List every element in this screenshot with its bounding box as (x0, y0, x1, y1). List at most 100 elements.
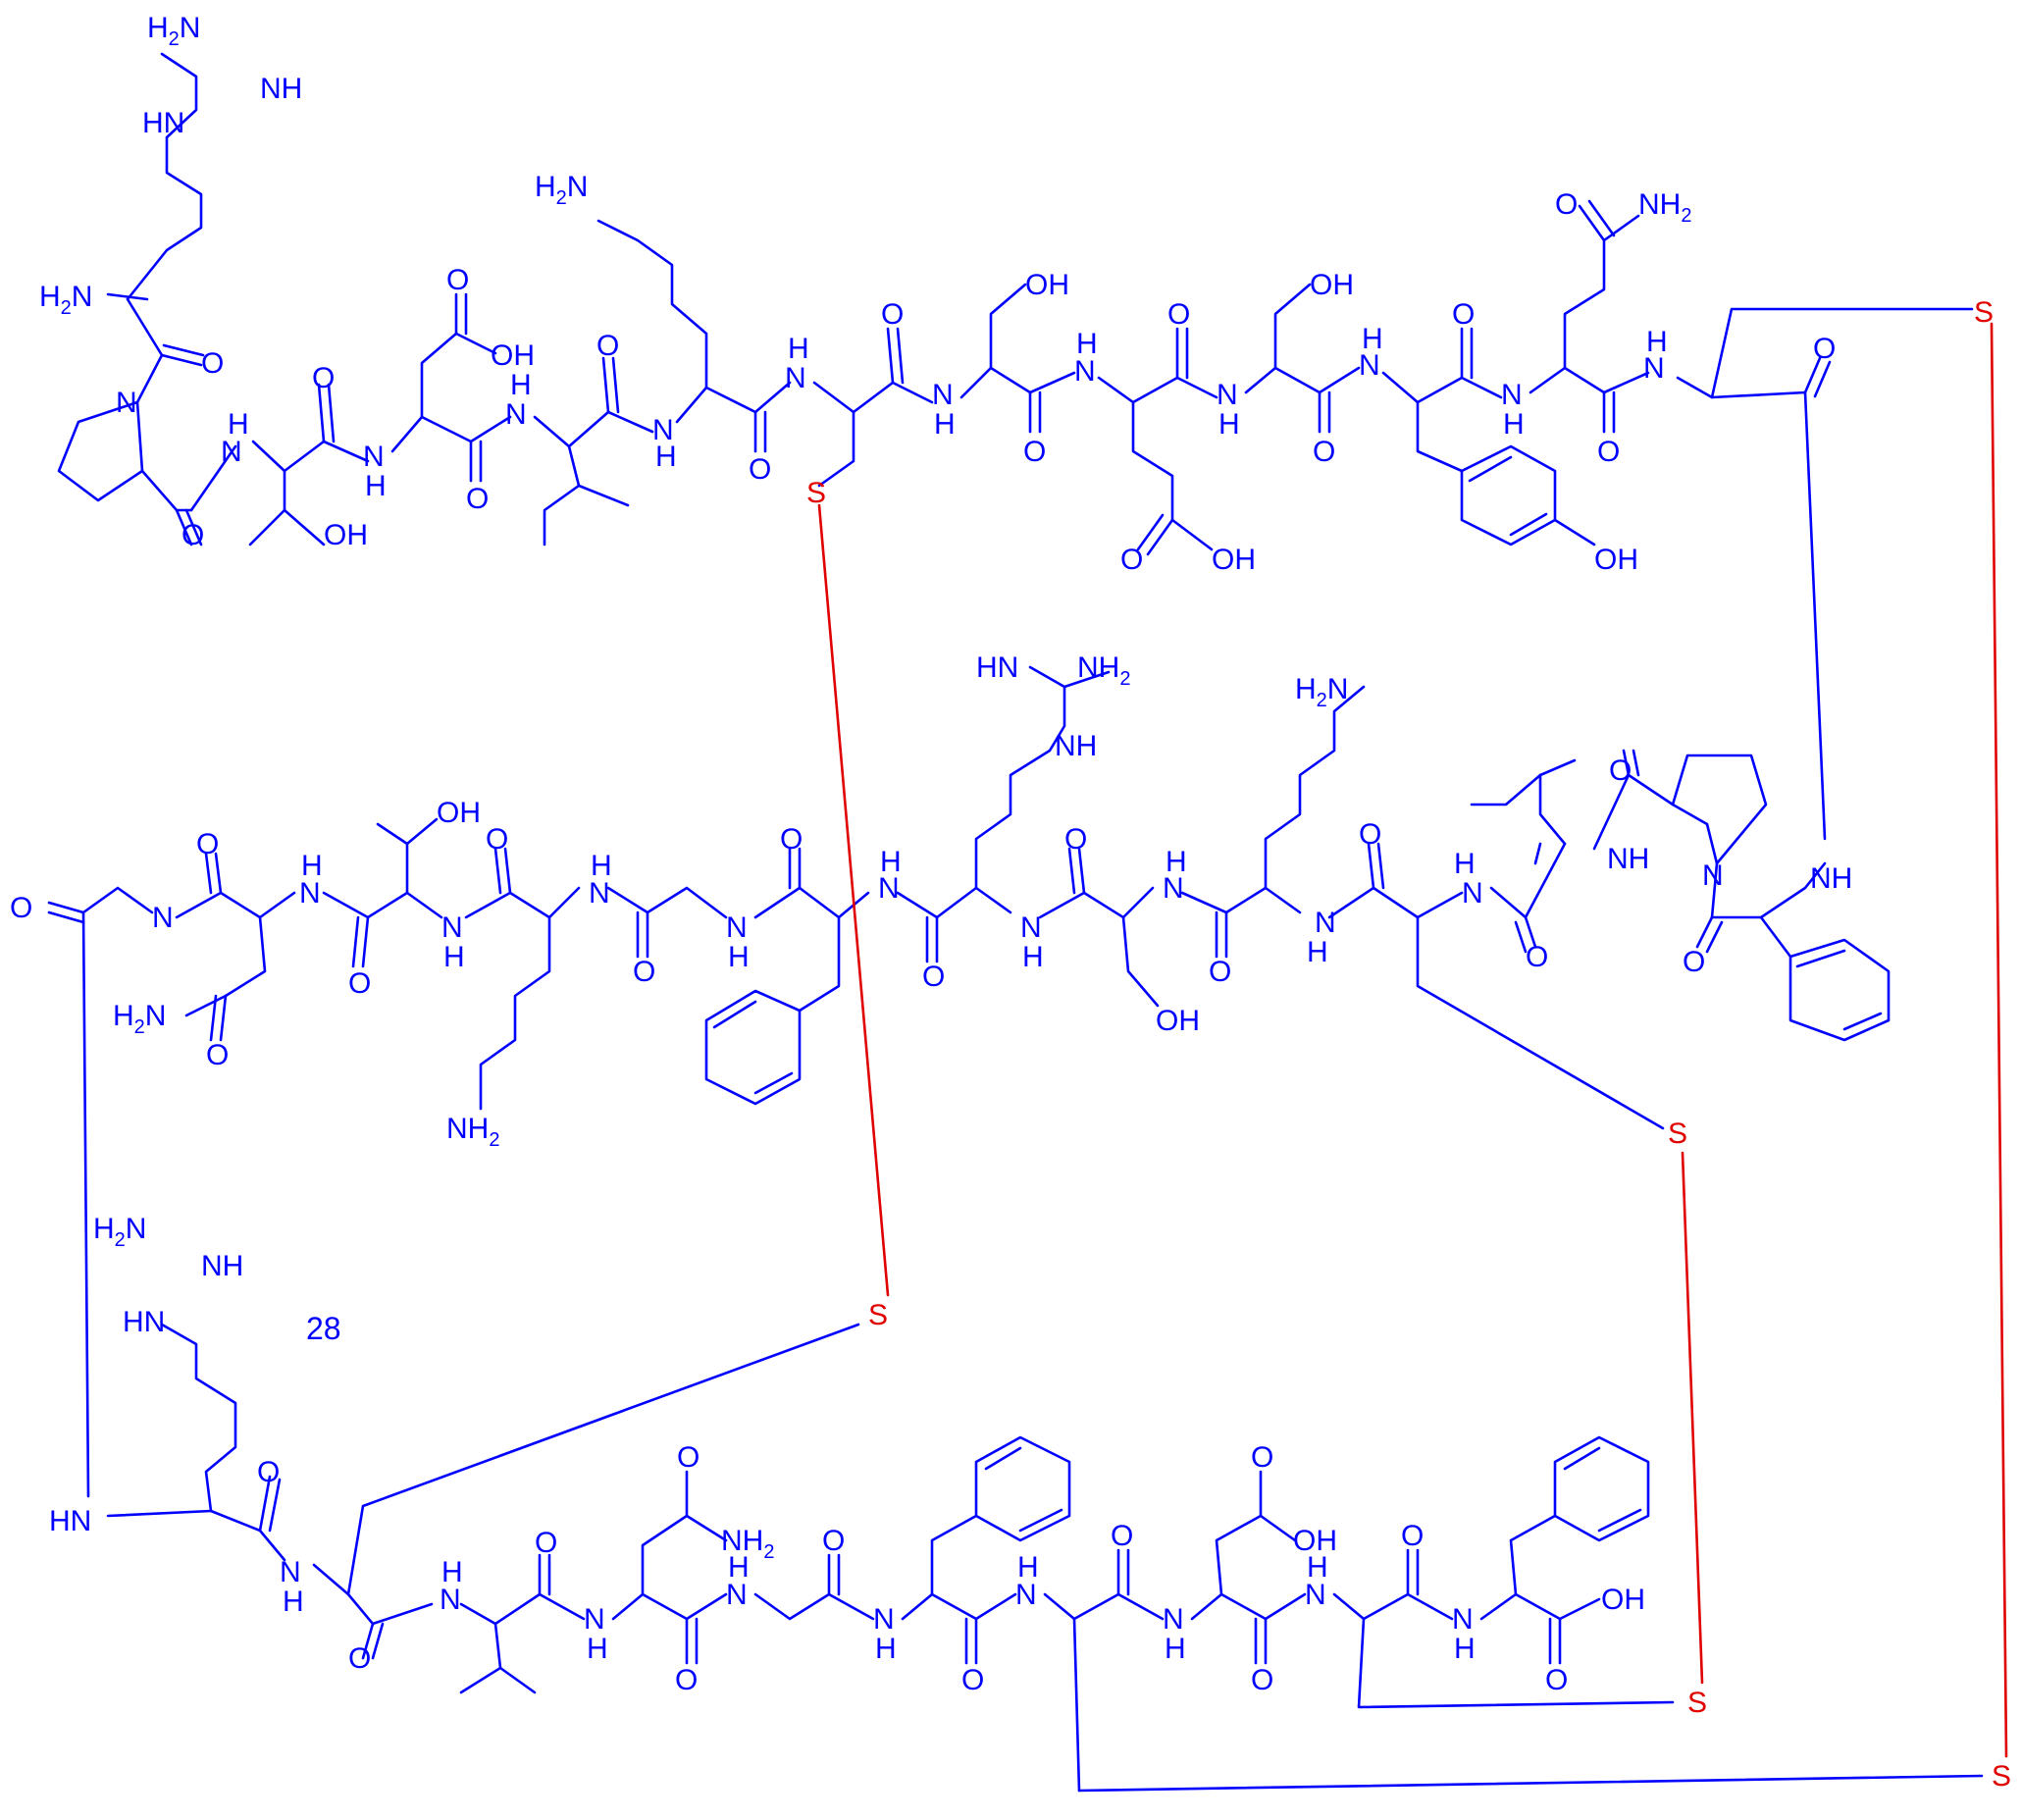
label-h: H (1076, 328, 1098, 360)
label-h: H (228, 408, 249, 441)
label-h: H (443, 941, 465, 973)
label-n: N (1452, 1603, 1474, 1636)
label-n: N (932, 379, 954, 411)
atom-labels: H2N NH HN H2N O N O H N OH O N H O OH O … (10, 12, 2011, 1793)
label-h: H (1454, 848, 1476, 880)
label-o: O (675, 1664, 698, 1696)
label-oh: OH (491, 339, 535, 372)
label-o: O (201, 347, 224, 380)
label-o: O (1401, 1520, 1424, 1552)
label-hn-arg: HN (976, 651, 1018, 684)
label-o: O (961, 1664, 984, 1696)
label-o: O (1111, 1520, 1133, 1552)
label-n: N (1462, 877, 1483, 910)
label-o: O (749, 453, 771, 486)
label-n: N (652, 414, 674, 446)
compound-number: 28 (306, 1311, 341, 1346)
label-o: O (780, 823, 803, 856)
label-n: N (726, 911, 748, 944)
label-s-cys7: S (806, 477, 826, 509)
label-s-bottom-left: S (868, 1299, 888, 1331)
label-h: H (283, 1586, 304, 1618)
label-n: N (1359, 349, 1380, 382)
label-h: H (301, 850, 323, 882)
label-n: N (878, 872, 900, 905)
label-o: O (348, 1642, 371, 1675)
label-h: H (728, 1551, 750, 1584)
label-s-bottom-corner: S (1992, 1760, 2011, 1793)
label-n-pro: N (1702, 859, 1724, 892)
label-h2n-arg1-guan: H2N (147, 12, 200, 50)
label-n: N (505, 398, 527, 431)
label-h: H (1646, 326, 1668, 358)
label-o: O (181, 519, 204, 551)
label-o: O (1683, 946, 1705, 978)
label-h: H (1017, 1551, 1039, 1584)
label-n: N (1163, 1603, 1184, 1636)
label-oh-thr: OH (437, 797, 481, 829)
label-o: O (1452, 298, 1475, 331)
label-o: O (1609, 754, 1632, 787)
label-h: H (441, 1556, 463, 1588)
label-o: O (196, 828, 219, 860)
label-o: O (596, 330, 619, 362)
label-h2n-lys-mid: H2N (1295, 673, 1348, 711)
label-o: O (206, 1039, 229, 1071)
label-o: O (1359, 818, 1381, 851)
label-n: N (1501, 379, 1523, 411)
label-h: H (591, 850, 612, 882)
label-n: N (726, 1579, 748, 1611)
label-h: H (1307, 936, 1328, 968)
label-h: H (365, 470, 387, 502)
label-oh: OH (1310, 269, 1354, 301)
label-oh: OH (324, 519, 368, 551)
label-h: H (934, 408, 956, 441)
label-h: H (1218, 408, 1240, 441)
label-nh2-lys: NH2 (446, 1113, 499, 1151)
label-h: H (1307, 1551, 1328, 1584)
label-n: N (1020, 911, 1042, 944)
label-h: H (1454, 1633, 1476, 1665)
label-n: N (299, 877, 321, 910)
label-h: H (587, 1633, 608, 1665)
label-o-gly: O (10, 892, 32, 924)
label-o: O (1023, 436, 1046, 468)
label-h2n-arg-bottom: H2N (93, 1213, 146, 1251)
label-o: O (922, 961, 945, 993)
label-n: N (440, 1584, 461, 1616)
label-n: N (584, 1603, 605, 1636)
label-h: H (1362, 323, 1383, 355)
label-hn-arg1: HN (142, 107, 184, 139)
label-o: O (822, 1525, 845, 1557)
label-h: H (880, 846, 902, 878)
label-nh-arg1-imine: NH (260, 73, 302, 105)
label-n: N (363, 441, 385, 473)
label-o: O (466, 483, 489, 515)
label-hn-arg-bottom: HN (123, 1306, 165, 1338)
label-h: H (1022, 941, 1044, 973)
label-nh: NH (1607, 843, 1649, 875)
label-nh-arg-bottom: NH (201, 1250, 243, 1282)
label-n: N (1305, 1579, 1326, 1611)
label-o: O (486, 823, 508, 856)
label-nh: NH (1810, 862, 1852, 895)
middle-row-backbone (47, 665, 1891, 1498)
label-n: N (441, 911, 463, 944)
label-o: O (1597, 436, 1620, 468)
label-h2n-asn: H2N (113, 1000, 166, 1038)
label-o: O (1251, 1664, 1273, 1696)
label-o: O (677, 1441, 700, 1474)
label-h: H (728, 941, 750, 973)
label-o: O (535, 1527, 557, 1559)
label-o: O (1555, 188, 1578, 221)
label-h2n-lys: H2N (535, 171, 588, 209)
label-o: O (348, 967, 371, 1000)
label-n: N (1015, 1579, 1037, 1611)
label-nh2-arg: NH2 (1077, 651, 1130, 690)
label-n: N (1315, 907, 1336, 939)
label-hn-nterm-bottom: HN (49, 1505, 91, 1537)
label-o: O (1064, 823, 1087, 856)
label-h: H (875, 1633, 897, 1665)
label-nh-arg: NH (1055, 730, 1097, 762)
